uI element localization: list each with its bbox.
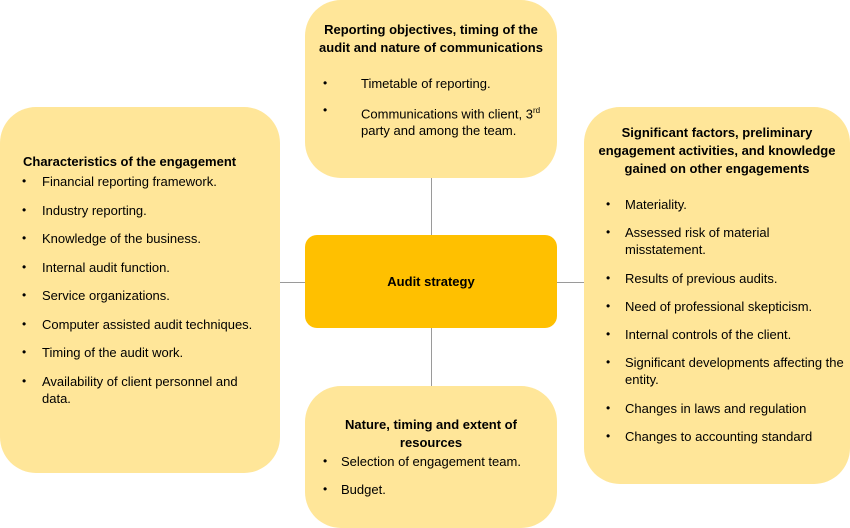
list-item: Internal audit function.	[22, 259, 266, 276]
center-node-audit-strategy: Audit strategy	[305, 235, 557, 328]
connector-bottom	[431, 328, 432, 386]
list-item: Changes to accounting standard	[606, 428, 844, 445]
node-title: Nature, timing and extent of resources	[345, 417, 517, 450]
list-item: Availability of client personnel and dat…	[22, 373, 266, 407]
list-item: Significant developments affecting the e…	[606, 354, 844, 388]
list-item: Service organizations.	[22, 287, 266, 304]
connector-right	[557, 282, 584, 283]
node-significant-factors: Significant factors, preliminary engagem…	[584, 107, 850, 484]
list-item: Knowledge of the business.	[22, 230, 266, 247]
node-title: Significant factors, preliminary engagem…	[598, 125, 836, 176]
list-item: Assessed risk of material misstatement.	[606, 224, 844, 258]
node-title: Characteristics of the engagement	[23, 154, 237, 169]
node-list: Timetable of reporting. Communications w…	[323, 75, 545, 149]
list-item: Timing of the audit work.	[22, 344, 266, 361]
node-nature-timing-resources: Nature, timing and extent of resources S…	[305, 386, 557, 528]
list-item: Timetable of reporting.	[323, 75, 545, 92]
list-item: Need of professional skepticism.	[606, 298, 844, 315]
connector-left	[280, 282, 305, 283]
center-label: Audit strategy	[387, 274, 475, 289]
node-reporting-objectives: Reporting objectives, timing of the audi…	[305, 0, 557, 178]
list-item: Results of previous audits.	[606, 270, 844, 287]
node-list: Financial reporting framework. Industry …	[22, 173, 266, 418]
list-item: Industry reporting.	[22, 202, 266, 219]
list-item: Communications with client, 3rd party an…	[323, 102, 545, 139]
list-item: Budget.	[323, 481, 549, 498]
node-list: Materiality. Assessed risk of material m…	[606, 196, 844, 456]
list-item: Selection of engagement team.	[323, 453, 549, 470]
node-characteristics-of-engagement: Characteristics of the engagement Financ…	[0, 107, 280, 473]
list-item: Materiality.	[606, 196, 844, 213]
node-list: Selection of engagement team. Budget.	[323, 453, 549, 509]
list-item: Financial reporting framework.	[22, 173, 266, 190]
list-item: Computer assisted audit techniques.	[22, 316, 266, 333]
list-item: Internal controls of the client.	[606, 326, 844, 343]
list-item: Changes in laws and regulation	[606, 400, 844, 417]
connector-top	[431, 178, 432, 235]
node-title: Reporting objectives, timing of the audi…	[319, 22, 543, 55]
